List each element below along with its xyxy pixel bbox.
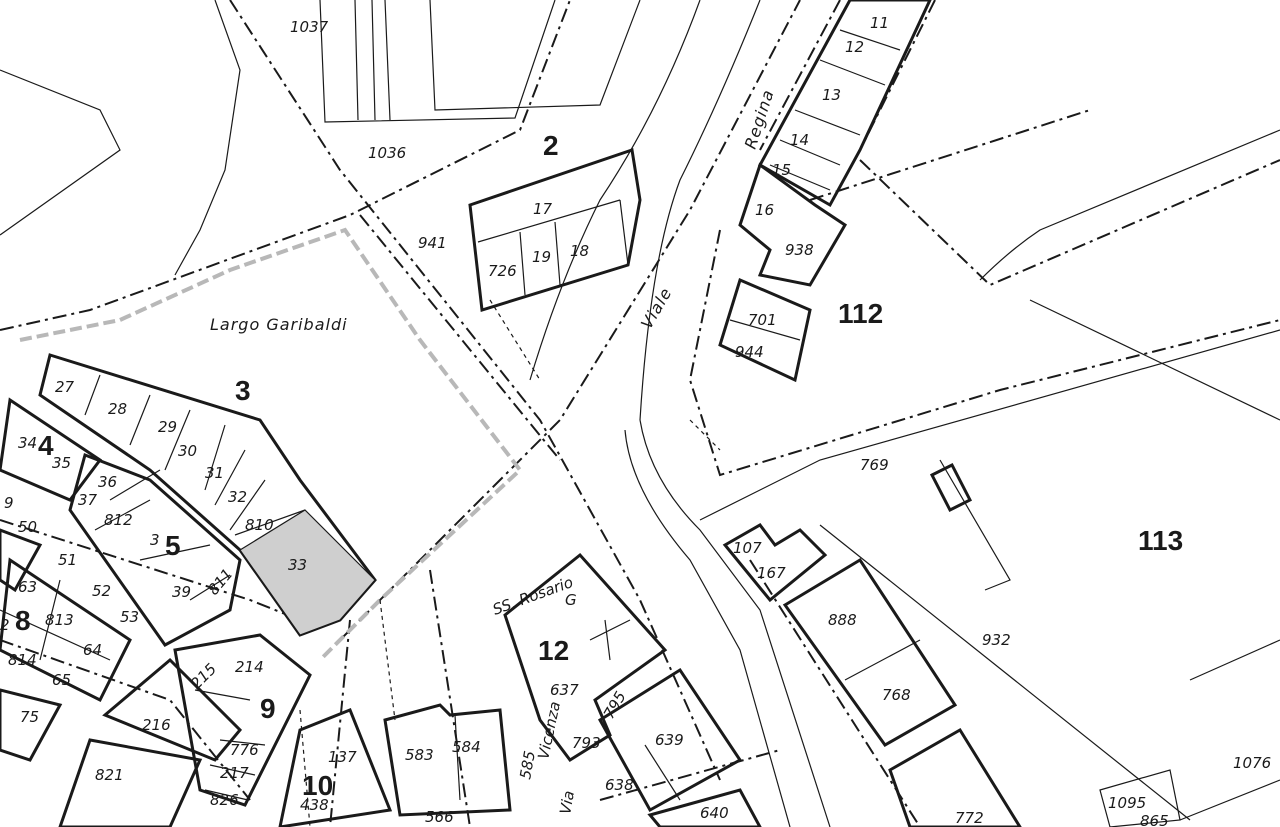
parcel-30: 30 (178, 442, 197, 460)
parcel-772: 772 (955, 809, 984, 827)
parcel-137: 137 (328, 748, 357, 766)
parcel-826: 826 (210, 791, 239, 809)
parcel-585: 585 (516, 749, 539, 780)
parcel-944: 944 (735, 343, 764, 361)
parcel-35: 35 (52, 454, 71, 472)
parcel-888: 888 (828, 611, 857, 629)
parcel-1095: 1095 (1108, 794, 1146, 812)
parcel-63: 63 (18, 578, 37, 596)
sheet-12: 12 (538, 635, 569, 666)
parcel-821: 821 (95, 766, 124, 784)
building-blocks (0, 0, 1191, 827)
parcel-13: 13 (822, 86, 841, 104)
parcel-18: 18 (570, 242, 589, 260)
parcel-29: 29 (158, 418, 177, 436)
parcel-16: 16 (755, 201, 774, 219)
parcel-17: 17 (533, 200, 553, 218)
sheet-4: 4 (38, 430, 54, 461)
parcel-215: 215 (187, 660, 220, 693)
parcel-2: 2 (0, 616, 10, 634)
street-largo-garibaldi: Largo Garibaldi (210, 315, 348, 334)
sheet-9: 9 (260, 693, 276, 724)
parcel-214: 214 (235, 658, 264, 676)
parcel-36: 36 (98, 473, 117, 491)
parcel-1037: 1037 (290, 18, 329, 36)
parcel-14: 14 (790, 131, 809, 149)
parcel-31: 31 (205, 464, 224, 482)
parcel-810: 810 (245, 516, 274, 534)
street-via: Via (556, 789, 578, 815)
parcel-638: 638 (605, 776, 634, 794)
parcel-1076: 1076 (1233, 754, 1271, 772)
parcel-107: 107 (733, 539, 762, 557)
parcel-27: 27 (55, 378, 75, 396)
street-viale: Viale (637, 284, 676, 332)
parcel-15: 15 (772, 161, 791, 179)
parcel-814: 814 (8, 651, 37, 669)
parcel-64: 64 (83, 641, 102, 659)
parcel-33: 33 (288, 556, 307, 574)
parcel-32: 32 (228, 488, 247, 506)
parcel-639: 639 (655, 731, 684, 749)
parcel-9: 9 (4, 494, 14, 512)
parcel-53: 53 (120, 608, 139, 626)
parcel-numbers: 1037 1036 941 17 726 19 18 11 12 13 14 1… (0, 14, 1271, 827)
parcel-865: 865 (1140, 812, 1169, 827)
sheet-3: 3 (235, 375, 251, 406)
parcel-726: 726 (488, 262, 517, 280)
parcel-812: 812 (104, 511, 133, 529)
parcel-11: 11 (870, 14, 889, 32)
parcel-12: 12 (845, 38, 864, 56)
parcel-34: 34 (18, 434, 37, 452)
parcel-51: 51 (58, 551, 77, 569)
parcel-768: 768 (882, 686, 911, 704)
parcel-52: 52 (92, 582, 111, 600)
parcel-75: 75 (20, 708, 39, 726)
sheet-8: 8 (15, 605, 31, 636)
parcel-216: 216 (142, 716, 171, 734)
sheet-numbers: 2 3 4 5 8 9 10 12 112 113 (15, 130, 1183, 801)
parcel-938: 938 (785, 241, 814, 259)
parcel-167: 167 (757, 564, 786, 582)
parcel-37: 37 (78, 491, 98, 509)
parcel-65: 65 (52, 671, 71, 689)
parcel-932: 932 (982, 631, 1011, 649)
sheet-5: 5 (165, 530, 181, 561)
street-vicenza: Vicenza (534, 700, 564, 761)
parcel-637: 637 (550, 681, 579, 699)
sheet-2: 2 (543, 130, 559, 161)
parcel-19: 19 (532, 248, 551, 266)
parcel-438: 438 (300, 796, 329, 814)
parcel-640: 640 (700, 804, 729, 822)
sheet-112: 112 (838, 298, 883, 329)
sheet-113: 113 (1138, 525, 1183, 556)
parcel-776: 776 (230, 741, 259, 759)
sheet-10: 10 (302, 770, 333, 801)
parcel-813: 813 (45, 611, 74, 629)
parcel-39: 39 (172, 583, 191, 601)
parcel-566: 566 (425, 808, 454, 826)
parcel-217: 217 (220, 764, 249, 782)
parcel-1036: 1036 (368, 144, 406, 162)
parcel-583: 583 (405, 746, 434, 764)
parcel-G: G (565, 591, 577, 609)
parcel-701: 701 (748, 311, 777, 329)
parcel-50: 50 (18, 518, 37, 536)
parcel-584: 584 (452, 738, 481, 756)
parcel-793: 793 (572, 734, 601, 752)
street-ss-rosario: SS. Rosario (490, 573, 575, 619)
parcel-941: 941 (418, 234, 447, 252)
parcel-769: 769 (860, 456, 889, 474)
parcel-3: 3 (150, 531, 160, 549)
parcel-28: 28 (108, 400, 127, 418)
